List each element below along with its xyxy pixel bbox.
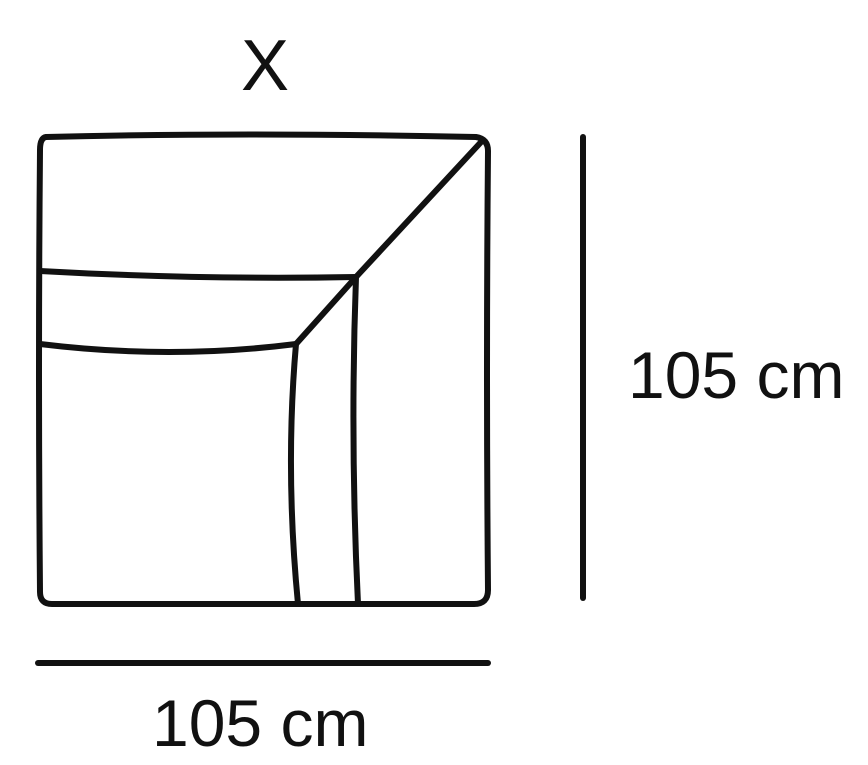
corner-diagonal-seam (293, 138, 485, 347)
width-dimension-label: 105 cm (152, 686, 369, 760)
module-label: X (241, 26, 290, 106)
module-outline (36, 131, 491, 607)
backrest-edge (37, 268, 359, 281)
seat-cushion-side (287, 341, 301, 607)
side-backrest-edge (350, 274, 361, 607)
seat-cushion-edge (37, 341, 299, 355)
depth-dimension-label: 105 cm (628, 338, 845, 412)
